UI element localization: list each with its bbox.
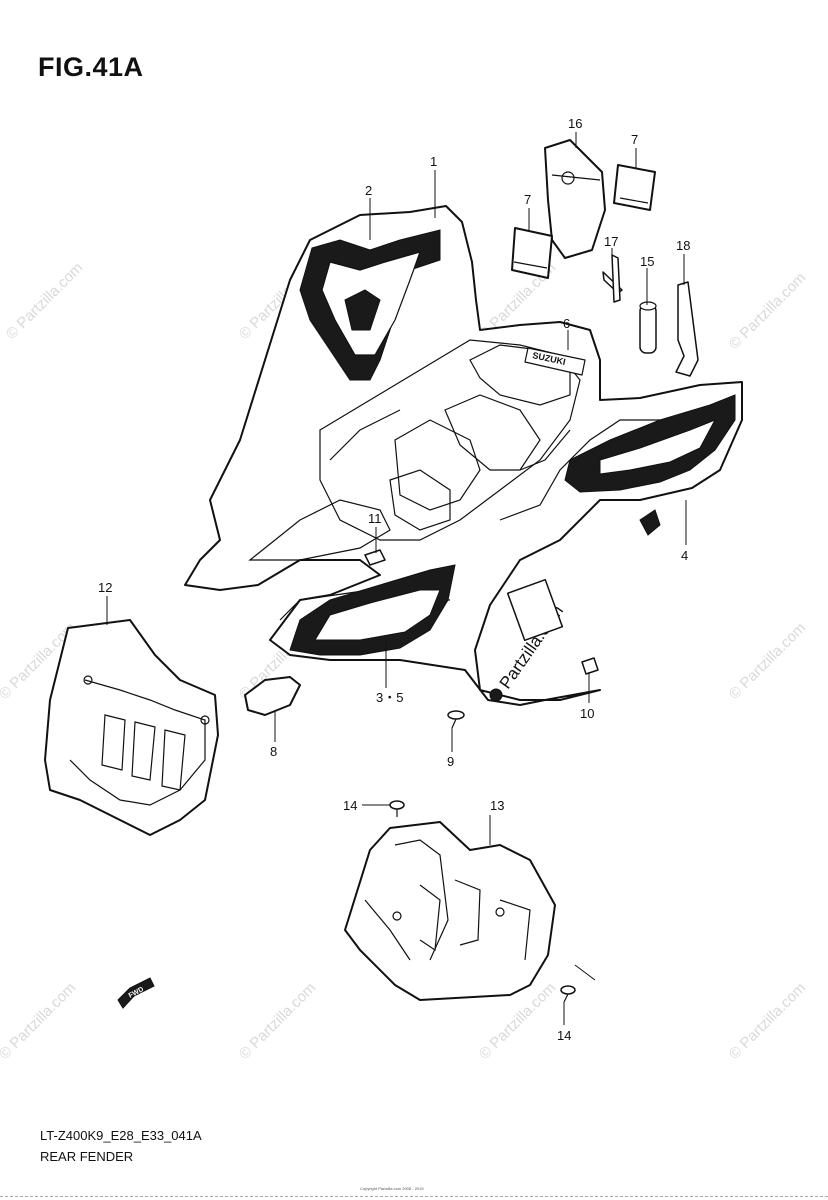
watermark: © Partzilla.com	[0, 979, 79, 1062]
watermark: © Partzilla.com	[3, 259, 86, 342]
figure-title: FIG.41A	[38, 52, 144, 82]
pad-7-upper	[613, 164, 656, 211]
watermark: © Partzilla.com	[726, 269, 809, 352]
callout-9: 9	[447, 754, 454, 769]
callout-3-5: 3・5	[376, 690, 403, 705]
watermark: © Partzilla.com	[236, 979, 319, 1062]
callout-18: 18	[676, 238, 690, 253]
rear-fender: SUZUKI Partzilla.com	[184, 205, 743, 706]
callout-14-lower: 14	[557, 1028, 571, 1043]
nut-10	[581, 657, 599, 675]
callout-6: 6	[563, 316, 570, 331]
callout-15: 15	[640, 254, 654, 269]
diagram-code: LT-Z400K9_E28_E33_041A	[40, 1128, 202, 1143]
bottom-divider	[0, 1196, 828, 1197]
grommet	[489, 688, 503, 702]
watermark: © Partzilla.com	[726, 979, 809, 1062]
screw-14-lower	[560, 985, 576, 1003]
watermark: © Partzilla.com	[726, 619, 809, 702]
callout-13: 13	[490, 798, 504, 813]
mud-guard-left	[44, 619, 219, 836]
callout-labels: 1 2 3・5 4 6 7 7 8 9 10 11 12 13 14 14 15…	[98, 116, 690, 1043]
diagram-name: REAR FENDER	[40, 1149, 134, 1164]
callout-1: 1	[430, 154, 437, 169]
callout-17: 17	[604, 234, 618, 249]
callout-12: 12	[98, 580, 112, 595]
wrench-tool	[675, 281, 699, 377]
mud-guard-rear	[344, 821, 556, 1001]
callout-2: 2	[365, 183, 372, 198]
screw-9	[447, 710, 465, 729]
callout-10: 10	[580, 706, 594, 721]
callout-11: 11	[368, 511, 382, 526]
callout-7-lower: 7	[524, 192, 531, 207]
callout-16: 16	[568, 116, 582, 131]
callout-7-upper: 7	[631, 132, 638, 147]
callout-8: 8	[270, 744, 277, 759]
clip-fastener	[364, 549, 386, 566]
forward-direction-arrow: FWD	[117, 977, 155, 1009]
callout-4: 4	[681, 548, 688, 563]
spark-plug-tool	[639, 301, 657, 354]
leader-lines	[106, 132, 687, 1025]
screw-14-upper	[389, 800, 405, 817]
copyright-notice: Copyright Partzilla.com 2008 - 2015	[360, 1186, 424, 1191]
tool-bag	[544, 139, 606, 259]
callout-14-upper: 14	[343, 798, 357, 813]
cover-cap	[244, 676, 301, 716]
pad-7-lower	[511, 227, 553, 279]
hex-wrench	[602, 254, 623, 303]
